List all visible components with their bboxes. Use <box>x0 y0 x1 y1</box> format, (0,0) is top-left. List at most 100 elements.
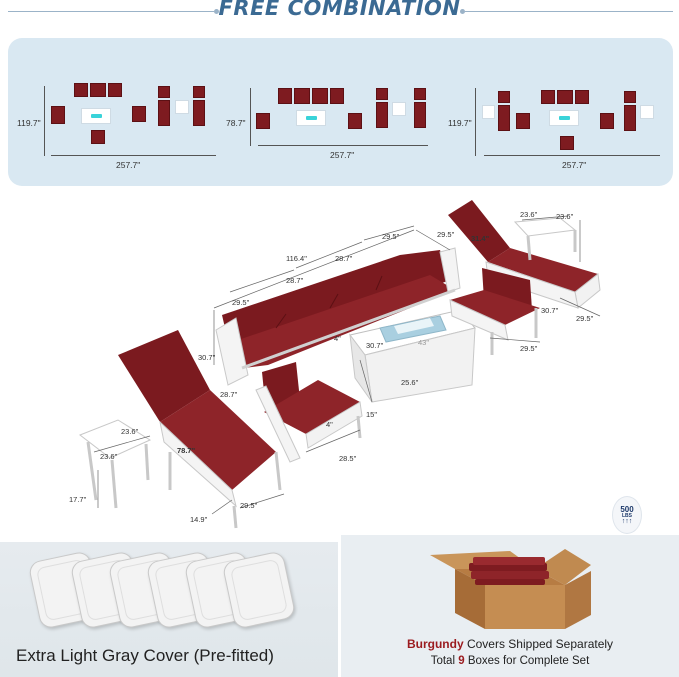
gray-cover-label: Extra Light Gray Cover (Pre-fitted) <box>16 646 274 665</box>
cushion-block <box>624 91 636 103</box>
cushion-block <box>498 91 510 103</box>
cushion-block <box>330 88 344 104</box>
header-dot-right <box>460 9 465 14</box>
load-capacity-unit: LBS <box>622 513 632 519</box>
dim-chair-right-depth: 29.5" <box>437 230 455 239</box>
load-capacity-value: 500 <box>620 505 634 514</box>
dim-sofa-back-height: 30.7" <box>198 353 216 362</box>
dim-side-table-left-depth: 23.6" <box>100 452 118 461</box>
burgundy-shipping-panel: Burgundy Covers Shipped Separately Total… <box>341 535 679 677</box>
dim-chair-left-leg: 4" <box>326 420 333 429</box>
box-count-value: 9 <box>458 655 465 667</box>
sectional-sofa <box>215 247 461 386</box>
header-rule-left <box>8 11 214 12</box>
dim-side-table-right-width: 23.6" <box>520 210 538 219</box>
cushion-block <box>158 86 170 98</box>
cushion-block <box>600 113 614 129</box>
cushion-block <box>348 113 362 129</box>
cushion-block <box>575 90 589 104</box>
dim-fire-table-depth: 30.7" <box>366 341 384 350</box>
left-chaise-lounger <box>118 330 282 529</box>
dim-sofa-total: 116.4" <box>286 254 307 263</box>
dim-chair-right-back: 30.7" <box>541 306 559 315</box>
burgundy-label: Burgundy <box>406 637 464 651</box>
dim-side-table-left-width: 23.6" <box>121 427 139 436</box>
dim-lounger-left-depth: 14.9" <box>190 515 208 524</box>
cushion-block <box>193 86 205 98</box>
side-table <box>392 102 406 116</box>
cushion-block <box>376 88 388 100</box>
left-side-table <box>78 419 152 509</box>
dim-lounger-right-length: 31.4" <box>471 234 490 243</box>
dim-sofa-seg: 28.7" <box>335 254 353 263</box>
shipping-box-icon <box>430 549 591 629</box>
dim-lounger-left-length: 78.7" <box>177 446 196 455</box>
fire-pit-table <box>349 309 476 403</box>
height-dimension-line <box>250 88 251 146</box>
cushion-block <box>90 83 106 97</box>
combo-height-label: 78.7" <box>226 118 246 128</box>
combo-width-label: 257.7" <box>562 160 587 170</box>
cushion-block <box>312 88 328 104</box>
side-table <box>640 105 654 119</box>
height-dimension-line <box>475 88 476 156</box>
dim-side-table-right-depth: 23.6" <box>556 212 574 221</box>
combo-height-label: 119.7" <box>17 118 41 128</box>
width-dimension-line <box>484 155 660 156</box>
gray-cushion-cover <box>221 550 297 630</box>
dim-lounger-left-width: 29.5" <box>240 501 258 510</box>
cushion-block <box>278 88 292 104</box>
combo-height-label: 119.7" <box>448 118 472 128</box>
cushion-block <box>516 113 530 129</box>
cushion-block <box>51 106 65 124</box>
dim-side-table-left-height: 17.7" <box>69 495 87 504</box>
fire-table <box>81 108 111 124</box>
dim-fire-table-height: 25.6" <box>401 378 419 387</box>
load-capacity-badge: 500 LBS ↑↑↑ <box>612 496 642 534</box>
box-count-suffix: Boxes for Complete Set <box>464 655 590 667</box>
dimension-lines <box>93 215 601 515</box>
fire-table <box>549 110 579 126</box>
dim-lounger-right-width: 29.5" <box>576 314 594 323</box>
combo-width-label: 257.7" <box>330 150 355 160</box>
combination-panel: 119.7" 257.7" 78.7" <box>8 38 673 186</box>
cushion-block <box>376 102 388 128</box>
header-rule-right <box>465 11 673 12</box>
side-table <box>175 100 189 114</box>
box-count-note: Total 9 Boxes for Complete Set <box>341 655 679 667</box>
dim-sofa-seat-height: 28.7" <box>220 390 238 399</box>
fire-table <box>296 110 326 126</box>
product-scene: 116.4" 28.7" 29.5" 28.7" 29.5" 30.7" 28.… <box>0 190 679 540</box>
fire-glass <box>91 114 102 118</box>
dim-sofa-leg: 4" <box>334 334 341 343</box>
cushion-block <box>158 100 170 126</box>
cushion-block <box>557 90 573 104</box>
section-header: FREE COMBINATION <box>0 0 679 30</box>
furniture-illustration <box>78 200 601 529</box>
right-armless-chair <box>449 268 540 355</box>
fire-glass <box>306 116 317 120</box>
cushion-block <box>132 106 146 122</box>
dim-chair-right-width: 29.5" <box>520 344 538 353</box>
dim-chair-left-width: 28.5" <box>339 454 357 463</box>
cushion-block <box>498 105 510 131</box>
width-dimension-line <box>258 145 428 146</box>
cushion-block <box>108 83 122 97</box>
dim-sofa-depth: 29.5" <box>232 298 250 307</box>
cushion-block <box>541 90 555 104</box>
dim-sofa-seg: 28.7" <box>286 276 304 285</box>
cushion-block <box>624 105 636 131</box>
side-table <box>482 105 495 119</box>
cushion-block <box>193 100 205 126</box>
up-arrows-icon: ↑↑↑ <box>621 518 633 525</box>
dim-chair-left-height: 15" <box>366 410 378 419</box>
gray-cover-panel: Extra Light Gray Cover (Pre-fitted) <box>0 542 338 677</box>
width-dimension-line <box>51 155 216 156</box>
combination-layout-3: 119.7" 257.7" <box>448 38 673 186</box>
cushion-block <box>256 113 270 129</box>
left-armless-chair <box>255 362 363 463</box>
cushion-block <box>560 136 574 150</box>
page-title: FREE COMBINATION <box>218 0 461 20</box>
dim-fire-table-width: 43" <box>418 338 430 347</box>
box-count-prefix: Total <box>430 655 459 667</box>
